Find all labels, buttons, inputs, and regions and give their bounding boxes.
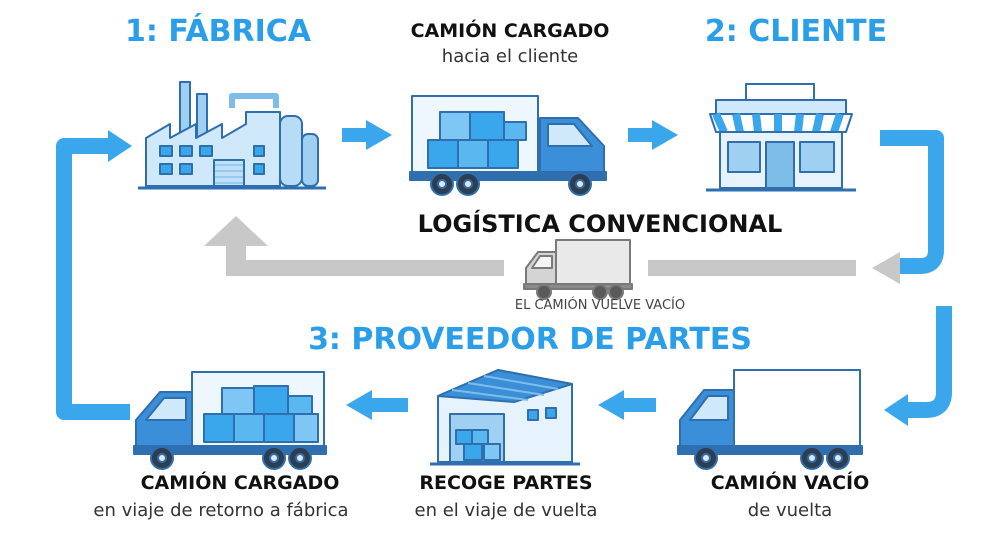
- arrow-right-down: [884, 306, 952, 426]
- station-label-factory: 1: FÁBRICA: [125, 14, 311, 49]
- empty-truck-icon: [677, 369, 863, 470]
- loop-arrow-left: [56, 130, 132, 420]
- arrow-empty-to-warehouse: [598, 390, 656, 420]
- step-caption-returns-empty: EL CAMIÓN VUELVE VACÍO: [514, 298, 686, 313]
- step-title-loaded-to-customer: CAMIÓN CARGADO: [410, 20, 610, 42]
- empty-truck-gray-icon: [523, 239, 633, 300]
- step-subtitle-loaded-to-factory: en viaje de retorno a fábrica: [93, 500, 349, 521]
- step-title-pick-up-parts: RECOGE PARTES: [419, 472, 593, 494]
- step-title-empty-return: CAMIÓN VACÍO: [710, 472, 870, 494]
- store-icon: [706, 83, 856, 192]
- page-title: LOGÍSTICA CONVENCIONAL: [417, 210, 783, 238]
- loaded-truck-bottom-icon: [133, 371, 327, 470]
- station-label-supplier: 3: PROVEEDOR DE PARTES: [308, 322, 752, 357]
- step-subtitle-loaded-to-customer: hacia el cliente: [441, 46, 579, 67]
- step-subtitle-pick-up-parts: en el viaje de vuelta: [414, 500, 598, 521]
- arrow-truck-to-customer: [628, 120, 678, 150]
- warehouse-icon: [430, 369, 580, 466]
- factory-icon: [138, 81, 326, 190]
- step-subtitle-empty-return: de vuelta: [747, 500, 833, 521]
- station-label-customer: 2: CLIENTE: [704, 14, 888, 49]
- step-title-loaded-to-factory: CAMIÓN CARGADO: [140, 472, 340, 494]
- arrow-factory-to-truck: [342, 120, 392, 150]
- arrow-warehouse-to-loaded: [346, 390, 408, 420]
- gray-return-arrow: [204, 216, 900, 284]
- arrow-customer-to-gray: [880, 130, 944, 274]
- loaded-truck-top-icon: [409, 95, 607, 196]
